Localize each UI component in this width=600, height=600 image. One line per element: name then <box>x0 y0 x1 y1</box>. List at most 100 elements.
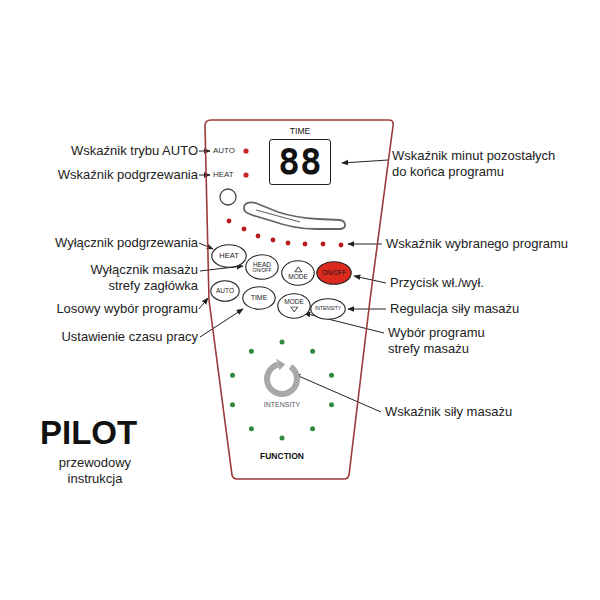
callout-text: Wybór programu strefy masażu <box>388 325 506 357</box>
callout-text: Wskaźnik minut pozostałych do końca prog… <box>392 148 564 180</box>
display-screen: 88 <box>269 139 330 185</box>
display-digits: 88 <box>278 143 321 181</box>
body-silhouette-line <box>256 210 300 222</box>
button-label: MODE <box>288 273 308 280</box>
power-button: ON/OFF <box>316 261 352 285</box>
intensity-button: INTENSITY <box>310 298 346 320</box>
intensity-led <box>249 349 254 354</box>
callout-text: Wskaźnik trybu AUTO <box>71 143 198 159</box>
round-button <box>220 189 236 205</box>
intensity-led <box>249 426 254 431</box>
dial-label: INTENSITY <box>264 401 301 408</box>
program-led <box>256 234 261 239</box>
function-text: FUNCTION <box>260 451 304 461</box>
callout-text: Przycisk wł./wył. <box>390 275 484 291</box>
button-outline <box>211 281 239 301</box>
button-outline <box>212 245 246 267</box>
callout-text: Wyłącznik masażu strefy zagłówka <box>70 262 198 294</box>
button-label: MODE <box>284 298 304 305</box>
intensity-led <box>329 402 334 407</box>
title-text: PILOT <box>40 415 137 451</box>
button-outline <box>317 262 351 284</box>
button-face: ON/OFF <box>322 269 347 276</box>
intensity-led <box>230 373 235 378</box>
leader-line <box>354 276 386 283</box>
heat-led <box>243 172 248 177</box>
intensity-led <box>280 436 285 441</box>
callout-text: Wskaźnik podgrzewania <box>58 167 198 183</box>
indicator-label: HEAT <box>213 170 234 180</box>
intensity-led <box>310 426 315 431</box>
intensity-led <box>280 340 285 345</box>
intensity-led <box>230 402 235 407</box>
remote-outline <box>205 120 393 479</box>
time-display: TIME 88 <box>260 126 340 185</box>
button-face: MODE <box>288 265 308 280</box>
button-label: TIME <box>251 294 268 302</box>
mode-up-button: MODE <box>281 260 315 286</box>
program-leds <box>227 219 344 248</box>
program-led <box>286 241 291 246</box>
program-led <box>271 238 276 243</box>
intensity-led <box>310 349 315 354</box>
button-outline <box>243 287 275 309</box>
intensity-led <box>329 373 334 378</box>
auto-button: AUTO <box>210 280 240 302</box>
program-led <box>227 219 232 224</box>
callout-text: Wskaźnik siły masażu <box>385 404 512 420</box>
leader-line <box>342 160 388 163</box>
leader-line <box>348 309 386 310</box>
subtitle-text: przewodowy instrukcja <box>45 455 145 487</box>
triangle-up-symbol <box>294 266 302 272</box>
button-face: AUTO <box>216 287 234 294</box>
program-led <box>339 243 344 248</box>
button-label: HEAT <box>219 252 238 260</box>
button-label: HEAD <box>253 261 271 268</box>
button-label: AUTO <box>216 287 234 294</box>
rotate-arrowhead <box>276 359 285 371</box>
button-face: HEAT <box>219 252 238 260</box>
button-outline <box>282 261 314 285</box>
heat-button: HEAT <box>211 244 247 268</box>
leader-line <box>200 309 243 337</box>
callout-text: Wskaźnik wybranego programu <box>386 236 568 252</box>
program-led <box>303 242 308 247</box>
button-outline <box>281 260 315 286</box>
callout-text: Losowy wybór programu <box>56 301 198 317</box>
triangle-symbol <box>291 307 298 312</box>
button-outline <box>277 293 311 319</box>
leader-line <box>294 374 381 412</box>
time-button: TIME <box>242 286 276 310</box>
triangle-symbol <box>295 267 302 272</box>
callout-text: Regulacja siły masażu <box>390 301 519 317</box>
button-label: ON/OFF <box>253 268 272 274</box>
leader-line <box>199 175 210 176</box>
button-outline <box>246 255 278 279</box>
triangle-down-symbol <box>290 307 298 313</box>
display-heading: TIME <box>290 126 310 136</box>
body-silhouette <box>244 202 345 229</box>
mode-down-button: MODE <box>277 293 311 319</box>
button-outline <box>311 299 345 319</box>
button-face: INTENSITY <box>315 306 341 312</box>
leader-line <box>199 298 208 309</box>
button-label: ON/OFF <box>322 269 347 276</box>
indicator-label: AUTO <box>213 146 235 156</box>
intensity-leds <box>230 340 334 441</box>
intensity-dial: INTENSITY <box>254 356 310 412</box>
callout-text: Ustawienie czasu pracy <box>61 329 198 345</box>
button-label: INTENSITY <box>315 306 341 312</box>
program-led <box>321 242 326 247</box>
leader-line <box>199 243 213 249</box>
callout-text: Wyłącznik podgrzewania <box>55 235 198 251</box>
button-face: TIME <box>251 294 268 302</box>
button-face: HEADON/OFF <box>253 261 272 274</box>
head-button: HEADON/OFF <box>245 254 279 280</box>
program-led <box>242 227 247 232</box>
leader-lines <box>199 151 388 412</box>
leader-line <box>199 151 210 152</box>
button-face: MODE <box>284 298 304 313</box>
leader-line <box>200 266 243 271</box>
auto-led <box>243 148 248 153</box>
